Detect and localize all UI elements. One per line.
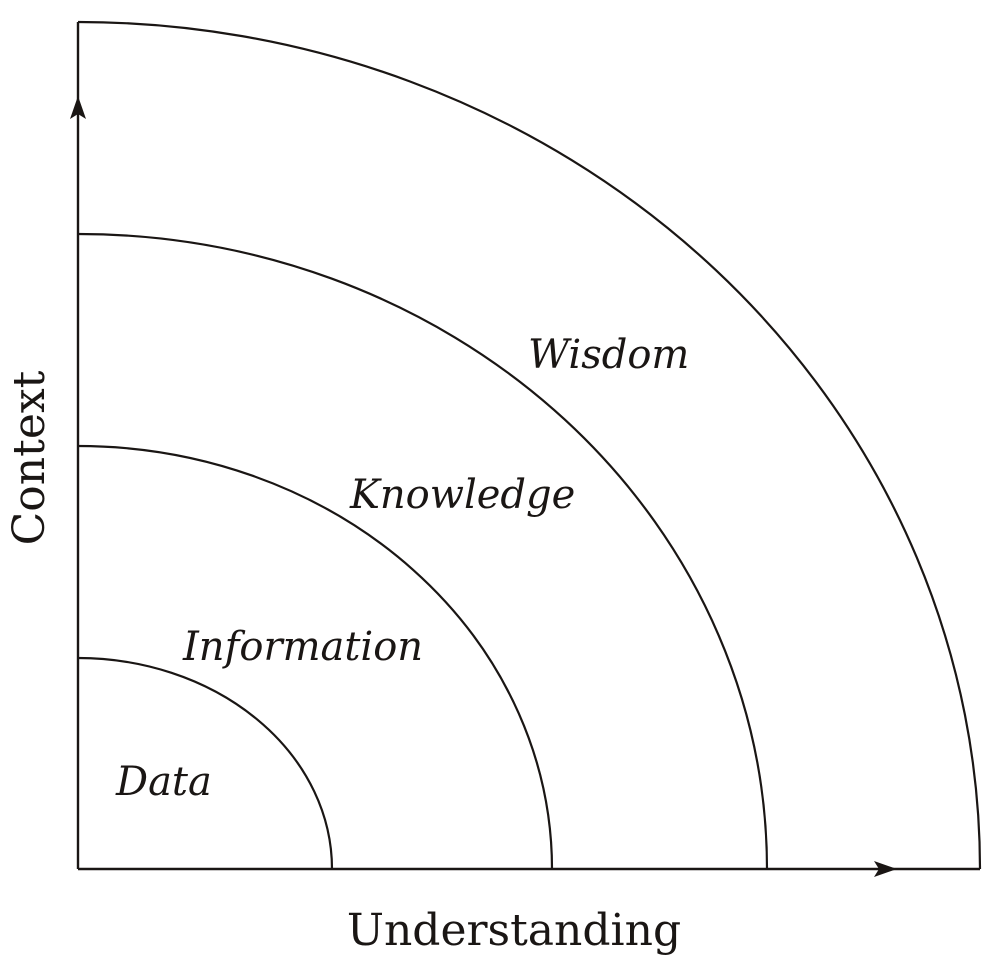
- layer-label-wisdom: Wisdom: [528, 332, 689, 378]
- x-axis-arrow-icon: [874, 861, 897, 877]
- y-axis-title: Context: [4, 370, 55, 545]
- x-axis-title: Understanding: [347, 905, 681, 956]
- layer-label-information: Information: [182, 624, 423, 670]
- knowledge-arc: [77, 232, 769, 870]
- wisdom-arc: [77, 20, 982, 870]
- y-axis-arrow-icon: [70, 96, 86, 119]
- layer-label-data: Data: [115, 759, 212, 805]
- layer-label-knowledge: Knowledge: [349, 472, 575, 518]
- data-arc: [77, 656, 334, 870]
- information-arc: [77, 444, 554, 870]
